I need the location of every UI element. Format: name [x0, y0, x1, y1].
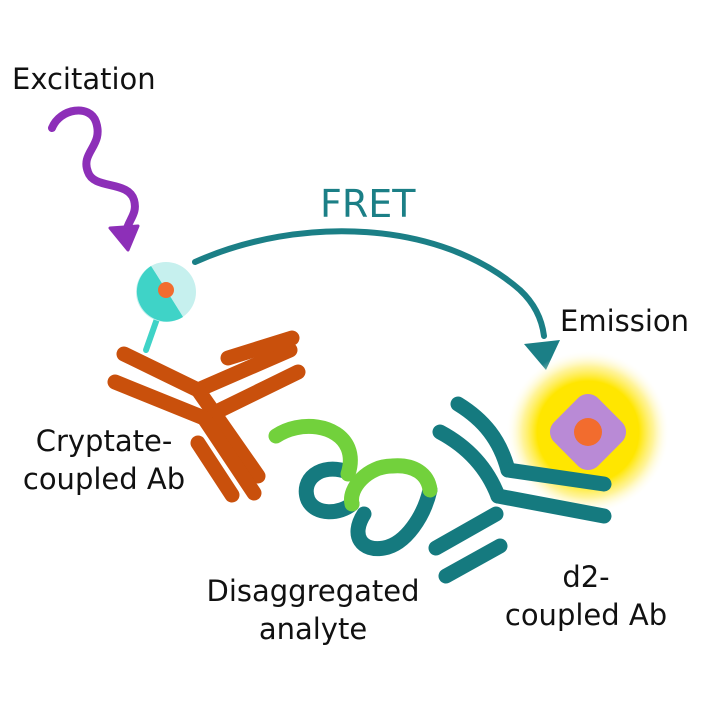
excitation-arrowhead: [108, 224, 140, 252]
cryptate-antibody-lower: [190, 435, 240, 503]
analyte-green-loop-2: [344, 458, 438, 512]
analyte-label-line-2: analyte: [258, 612, 368, 646]
d2-antibody-arm-2: [432, 424, 506, 504]
cryptate-label-line-2: coupled Ab: [22, 462, 186, 496]
fret-arc: [192, 228, 547, 339]
d2-antibody-lower-2: [438, 538, 508, 584]
excitation-wave: [48, 106, 139, 236]
emission-label: Emission: [560, 304, 690, 338]
analyte-label-line-1: Disaggregated: [206, 574, 420, 608]
excitation-label: Excitation: [12, 62, 156, 96]
disaggregated-analyte: [268, 418, 438, 557]
analyte-teal-loop-2: [350, 482, 438, 557]
cryptate-label-line-1: Cryptate-: [35, 424, 173, 458]
d2-label-line-1: d2-: [562, 560, 610, 594]
d2-antibody-stem-2: [490, 488, 612, 524]
excitation-arrow-icon: [48, 106, 140, 252]
analyte-green-loop-1: [268, 418, 358, 482]
d2-label-line-2: coupled Ab: [504, 598, 668, 632]
d2-antibody: [428, 396, 612, 584]
cryptate-antibody-stem-2: [196, 410, 262, 501]
cryptate-antibody-stem-1: [190, 382, 266, 484]
fret-label: FRET: [320, 182, 416, 226]
fret-arrow-icon: [192, 228, 560, 370]
cryptate-antibody: [107, 330, 306, 503]
acceptor-core: [574, 418, 602, 446]
cryptate-antibody-short: [220, 330, 300, 366]
d2-antibody-lower-1: [428, 506, 504, 556]
analyte-teal-loop-1: [298, 461, 360, 520]
donor-linker: [143, 313, 161, 353]
fret-arrowhead: [524, 340, 560, 370]
cryptate-donor-icon: [136, 262, 196, 353]
d2-acceptor-icon: [506, 350, 670, 514]
donor-core: [158, 282, 174, 298]
d2-antibody-arm-1: [450, 396, 516, 478]
d2-antibody-stem-1: [500, 462, 612, 492]
